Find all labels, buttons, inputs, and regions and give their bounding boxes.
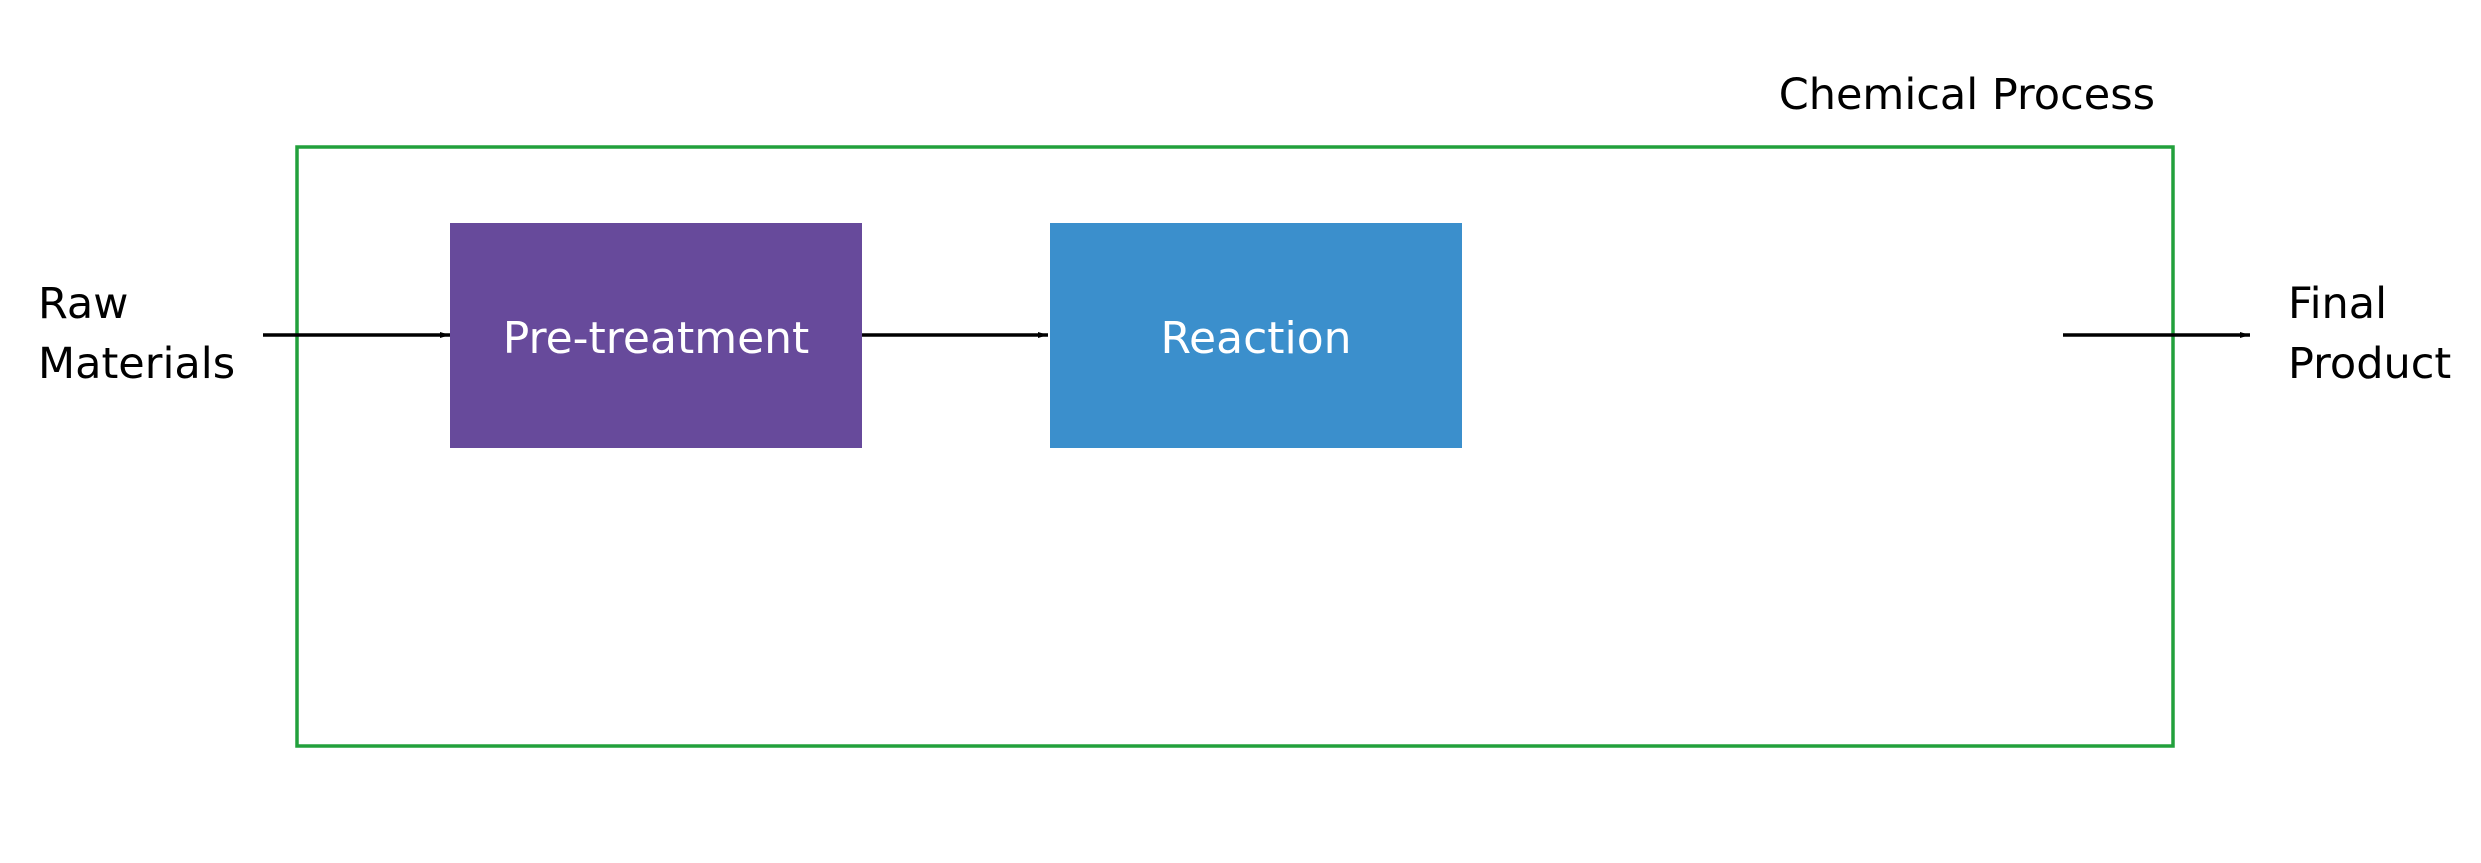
pre-treatment-box	[450, 223, 862, 448]
output-label-line-2: Product	[2288, 339, 2451, 389]
pre-treatment-label: Pre-treatment	[503, 313, 810, 364]
container-label: Chemical Process	[1779, 70, 2155, 120]
reaction-label: Reaction	[1160, 313, 1351, 364]
input-label: Raw Materials	[38, 279, 235, 389]
chemical-process-container	[295, 145, 2175, 748]
input-label-line-1: Raw	[38, 279, 128, 329]
input-label-line-2: Materials	[38, 339, 235, 389]
output-label: Final Product	[2288, 279, 2451, 389]
output-label-line-1: Final	[2288, 279, 2387, 329]
reaction-box	[1050, 223, 1462, 448]
